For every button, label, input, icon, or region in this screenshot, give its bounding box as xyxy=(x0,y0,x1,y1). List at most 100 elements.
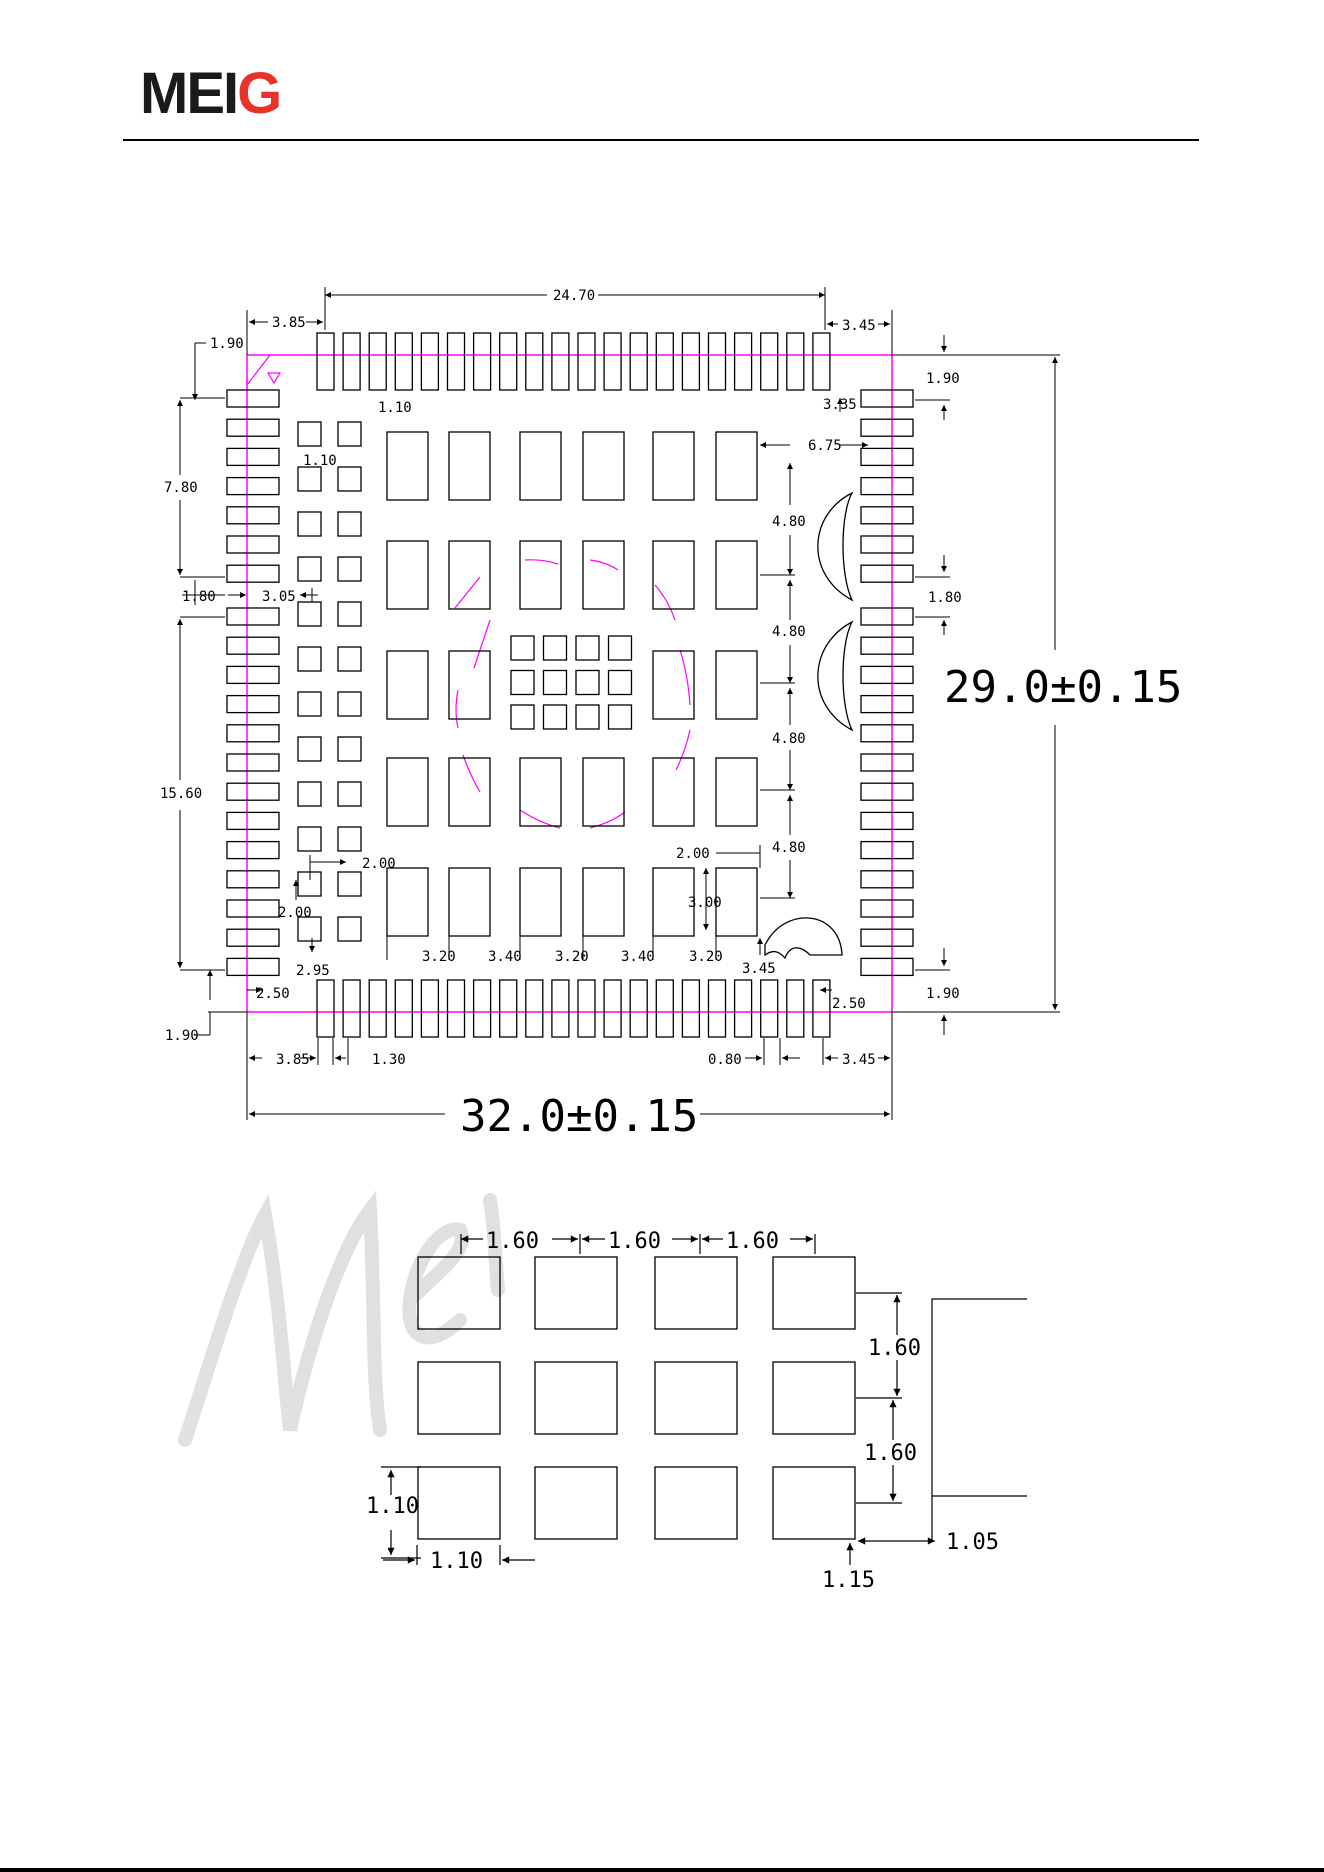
detail-pad xyxy=(418,1362,500,1434)
detail-pitch-h3: 1.60 xyxy=(726,1229,779,1254)
inner-square-pad xyxy=(338,872,361,896)
dim-pitch-2: 4.80 xyxy=(772,624,806,640)
inner-square-pad xyxy=(298,827,321,851)
large-pad xyxy=(716,541,757,609)
dim-bot-320b: 3.20 xyxy=(555,949,589,965)
inner-square-pad xyxy=(338,557,361,581)
right-edge-pin xyxy=(861,666,913,683)
bottom-edge-pin xyxy=(369,980,386,1037)
center-array-pad xyxy=(511,636,534,660)
large-pad xyxy=(387,651,428,719)
left-edge-pin xyxy=(227,448,279,465)
large-pad xyxy=(520,432,561,500)
left-edge-pin xyxy=(227,536,279,553)
right-edge-pin xyxy=(861,900,913,917)
large-pad xyxy=(387,868,428,936)
dim-corner-tl: 1.90 xyxy=(210,336,244,352)
right-edge-pin xyxy=(861,390,913,407)
detail-pitch-h2: 1.60 xyxy=(608,1229,661,1254)
inner-square-pad xyxy=(338,827,361,851)
inner-square-pad xyxy=(298,692,321,716)
large-pad xyxy=(387,432,428,500)
detail-pad xyxy=(655,1257,737,1329)
top-edge-pin xyxy=(317,333,334,390)
center-array-pad xyxy=(576,636,599,660)
dim-pitch-3: 4.80 xyxy=(772,731,806,747)
top-edge-pin xyxy=(448,333,465,390)
left-edge-pin xyxy=(227,783,279,800)
inner-square-pad xyxy=(338,512,361,536)
right-edge-pin xyxy=(861,871,913,888)
detail-pad xyxy=(773,1362,855,1434)
right-edge-pin xyxy=(861,507,913,524)
large-pad xyxy=(449,758,490,826)
dim-bottom-345: 3.45 xyxy=(842,1052,876,1068)
dim-bot-340a: 3.40 xyxy=(488,949,522,965)
dim-gap-200c: 2.00 xyxy=(676,846,710,862)
detail-edge-y: 1.15 xyxy=(822,1568,875,1593)
left-edge-pin xyxy=(227,696,279,713)
right-edge-pin xyxy=(861,536,913,553)
bottom-edge-pin xyxy=(761,980,778,1037)
left-edge-pin xyxy=(227,637,279,654)
large-pad xyxy=(583,868,624,936)
left-edge-pin xyxy=(227,390,279,407)
inner-square-pad xyxy=(298,422,321,446)
top-edge-pin xyxy=(421,333,438,390)
inner-square-pad xyxy=(298,512,321,536)
top-edge-pin xyxy=(604,333,621,390)
large-pad xyxy=(653,432,694,500)
dim-left-1560: 15.60 xyxy=(160,786,202,802)
page-footer-rule xyxy=(0,1868,1324,1872)
left-edge-pin xyxy=(227,754,279,771)
dim-right-250: 2.50 xyxy=(832,996,866,1012)
dim-bottom-130: 1.30 xyxy=(372,1052,406,1068)
center-array-pad xyxy=(609,671,632,695)
dim-bottom-080: 0.80 xyxy=(708,1052,742,1068)
right-edge-pin xyxy=(861,478,913,495)
bottom-edge-pin xyxy=(343,980,360,1037)
large-pad xyxy=(520,541,561,609)
left-edge-pin xyxy=(227,666,279,683)
large-pad xyxy=(449,868,490,936)
inner-square-pad xyxy=(338,917,361,941)
dimension-labels: 24.70 3.85 3.45 1.90 1.90 1.10 1.10 3.35… xyxy=(160,288,1182,1142)
right-edge-pin xyxy=(861,929,913,946)
bottom-edge-pin xyxy=(656,980,673,1037)
inner-square-pad xyxy=(298,782,321,806)
large-pad xyxy=(387,758,428,826)
detail-pad xyxy=(773,1467,855,1539)
right-edge-pin xyxy=(861,448,913,465)
dim-pin-w: 1.10 xyxy=(378,400,412,416)
right-edge-pin xyxy=(861,419,913,436)
top-edge-pin xyxy=(761,333,778,390)
top-edge-pin xyxy=(500,333,517,390)
center-array-pad xyxy=(511,705,534,729)
dim-gap-200b: 2.00 xyxy=(278,905,312,921)
right-edge-pin xyxy=(861,696,913,713)
detail-pad xyxy=(773,1257,855,1329)
inner-square-pad xyxy=(298,737,321,761)
detail-pad-h: 1.10 xyxy=(366,1494,419,1519)
bottom-edge-pin xyxy=(604,980,621,1037)
dim-bottom-385: 3.85 xyxy=(276,1052,310,1068)
dim-pad-300: 3.00 xyxy=(688,895,722,911)
left-edge-pin xyxy=(227,608,279,625)
dim-right-335: 3.35 xyxy=(823,397,857,413)
large-pad xyxy=(653,758,694,826)
bottom-edge-pin xyxy=(552,980,569,1037)
top-edge-pin xyxy=(682,333,699,390)
inner-square-pad xyxy=(298,557,321,581)
large-pad xyxy=(583,758,624,826)
bottom-edge-pin xyxy=(578,980,595,1037)
right-edge-pin xyxy=(861,812,913,829)
inner-square-pad xyxy=(338,737,361,761)
large-pad xyxy=(449,651,490,719)
top-edge-pin xyxy=(813,333,830,390)
bottom-edge-pin xyxy=(526,980,543,1037)
package-outline xyxy=(247,355,892,1012)
right-edge-pin xyxy=(861,608,913,625)
center-array-pad xyxy=(544,671,567,695)
large-pad xyxy=(449,432,490,500)
right-edge-pin xyxy=(861,725,913,742)
